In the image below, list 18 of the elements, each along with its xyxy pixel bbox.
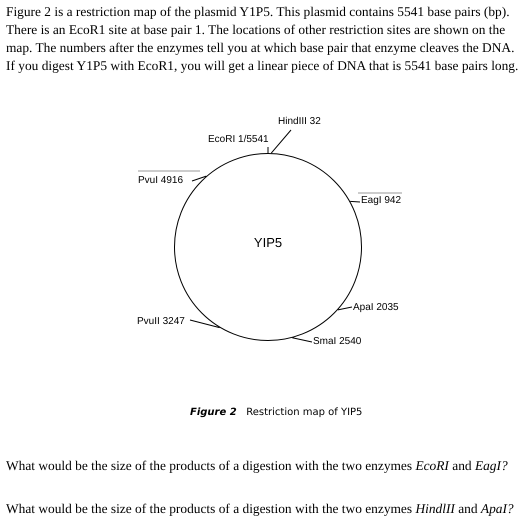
- question-text: What would be the size of the products of a digestion with the two enzymes EcoRI and EagI?: [6, 457, 509, 475]
- leader-line: [292, 337, 312, 342]
- leader-line: [350, 200, 360, 202]
- site-label: PvuII 3247: [137, 316, 185, 328]
- site-label: EcoRI 1/5541: [208, 134, 269, 146]
- site-label: SmaI 2540: [313, 336, 362, 348]
- plasmid-name: YIP5: [254, 234, 282, 252]
- figure-caption: Figure 2 Restriction map of YIP5: [190, 406, 362, 420]
- leader-line: [192, 176, 207, 182]
- leader-line: [190, 320, 220, 328]
- site-label: HindIII 32: [278, 116, 321, 128]
- leader-line: [270, 130, 292, 154]
- intro-paragraph: Figure 2 is a restriction map of the plasmid Y1P5. This plasmid contains 5541 base pairs (bp). There is an EcoR1 site at base pair 1. The locations of other restriction sites are shown on the map. The numbers after the enzymes tell you at which base pair that enzyme cleaves the DNA. If you digest Y1P5 with EcoR1, you will get a linear piece of DNA that is 5541 base pairs long.: [6, 3, 520, 75]
- question-text: What would be the size of the products of a digestion with the two enzymes HindlII and ApaI?: [6, 500, 515, 518]
- site-label: ApaI 2035: [353, 302, 399, 314]
- site-label: PvuI 4916: [138, 175, 184, 187]
- site-label: EagI 942: [361, 195, 402, 207]
- leader-line: [337, 306, 352, 310]
